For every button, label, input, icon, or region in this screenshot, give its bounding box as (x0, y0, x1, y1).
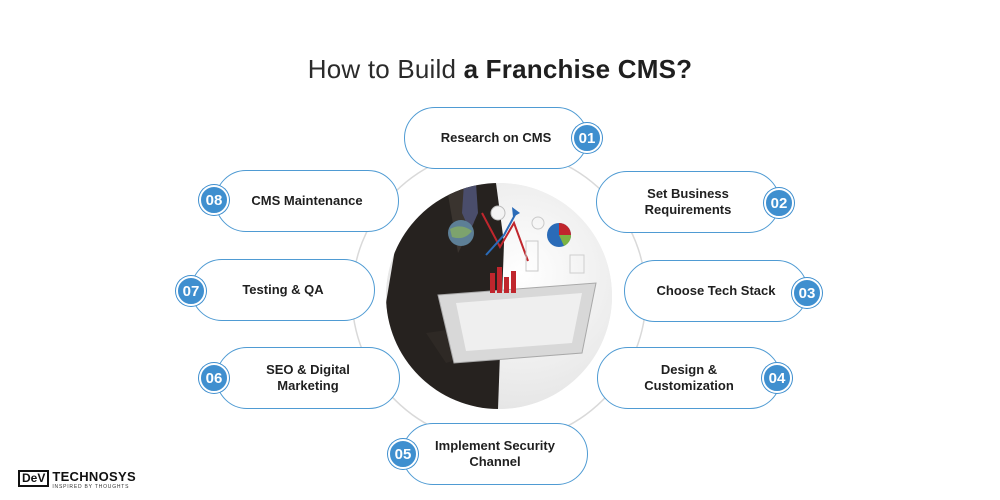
step-07-badge: 07 (176, 276, 206, 306)
step-04-badge: 04 (762, 363, 792, 393)
step-08-label: CMS Maintenance (251, 193, 363, 208)
step-02-badge: 02 (764, 188, 794, 218)
businessman-laptop-illustration (386, 183, 612, 409)
step-08-badge: 08 (199, 185, 229, 215)
title-normal: How to Build (307, 54, 464, 84)
brand-logo: DeV TECHNOSYS INSPIRED BY THOUGHTS (18, 470, 136, 491)
step-02: Set Business Requirements (596, 171, 780, 233)
logo-tagline: INSPIRED BY THOUGHTS (52, 484, 130, 490)
step-01: Research on CMS (404, 107, 588, 169)
step-07-label: Testing & QA (242, 282, 324, 297)
step-04: Design & Customization (597, 347, 781, 409)
step-06: SEO & Digital Marketing (216, 347, 400, 409)
logo-box: DeV (18, 470, 50, 487)
logo-name: TECHNOSYS (52, 469, 136, 484)
step-03: Choose Tech Stack (624, 260, 808, 322)
page-title: How to Build a Franchise CMS? (0, 54, 1000, 85)
step-06-badge: 06 (199, 363, 229, 393)
step-06-label: SEO & Digital Marketing (266, 362, 350, 393)
step-03-badge: 03 (792, 278, 822, 308)
step-08: CMS Maintenance (215, 170, 399, 232)
center-photo (386, 183, 612, 409)
step-05: Implement Security Channel (402, 423, 588, 485)
step-05-badge: 05 (388, 439, 418, 469)
step-04-label: Design & Customization (644, 362, 734, 393)
step-01-badge: 01 (572, 123, 602, 153)
step-02-label: Set Business Requirements (644, 186, 732, 217)
step-05-label: Implement Security Channel (435, 438, 555, 469)
step-03-label: Choose Tech Stack (656, 283, 776, 298)
step-07: Testing & QA (191, 259, 375, 321)
step-01-label: Research on CMS (440, 130, 552, 145)
title-bold: a Franchise CMS? (463, 54, 693, 84)
